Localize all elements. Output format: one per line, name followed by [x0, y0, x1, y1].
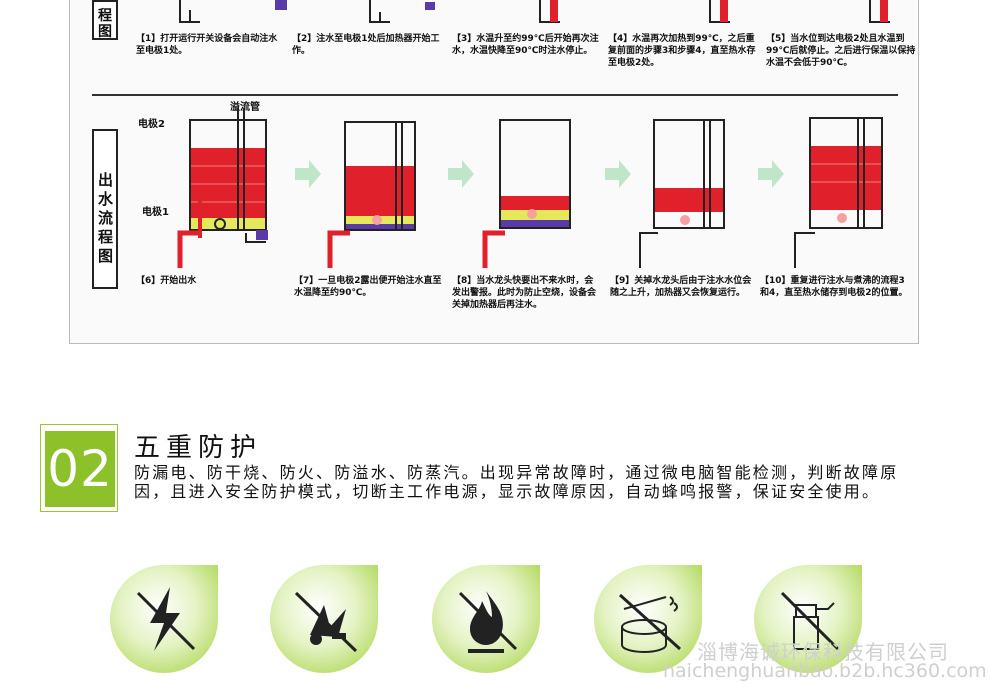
bottom-caption-9: 【9】关掉水龙头后由于注水水位会随之上升，加热器又会恢复运行。 — [610, 276, 752, 298]
no-overflow-icon — [594, 565, 702, 673]
section-description: 防漏电、防干烧、防火、防溢水、防蒸汽。出现异常故障时，通过微电脑智能检测，判断故… — [134, 463, 899, 501]
bottom-row-label: 出水流程图 — [92, 129, 118, 289]
bottom-caption-10: 【10】重复进行注水与煮沸的流程3和4，直至热水储存到电极2的位置。 — [760, 276, 908, 298]
row-separator — [92, 94, 898, 96]
watermark-company: 淄博海诚环保科技有限公司 — [697, 640, 949, 664]
no-electric-leak-icon — [110, 565, 218, 673]
electrode2-label: 电极2 — [138, 119, 165, 130]
top-row-label: 程图 — [92, 0, 118, 40]
electrode1-label: 电极1 — [142, 207, 169, 218]
top-row-tanks — [179, 0, 890, 23]
no-dry-burn-icon — [270, 565, 378, 673]
bottom-caption-6: 【6】开始出水 — [136, 276, 197, 286]
top-caption-3: 【3】水温升至约99℃后开始再次注水，水温快降至90℃时注水停止。 — [452, 34, 599, 56]
bottom-caption-7: 【7】一旦电极2露出便开始注水直至水温降至约90℃。 — [294, 276, 442, 298]
top-caption-1: 【1】打开运行开关设备会自动注水至电极1处。 — [136, 34, 278, 56]
top-caption-2: 【2】注水至电极1处后加热器开始工作。 — [292, 34, 440, 56]
bottom-row-tanks — [177, 108, 883, 268]
bottom-caption-8: 【8】当水龙头快要出不来水时，会发出警报。此时为防止空烧，设备会关掉加热器后再注… — [452, 276, 597, 310]
section-title: 五重防护 — [134, 433, 263, 463]
top-caption-5: 【5】当水位到达电极2处且水温到99℃后就停止。之后进行保温以保持水温不会低于9… — [766, 34, 916, 68]
no-fire-icon — [432, 565, 540, 673]
section-number: 02 — [45, 431, 115, 507]
water-flow-diagram: 程图 【1】打开运行开关设备会自动注水至电极1处。 【2】注水至电极1处后加热器… — [69, 0, 919, 344]
section-number-badge: 02 — [40, 424, 118, 512]
watermark-site: haichenghuanbao.b2b.hc360.com — [663, 660, 987, 682]
top-caption-4: 【4】水温再次加热到99℃，之后重复前面的步骤3和步骤4，直至热水存至电极2处。 — [608, 34, 756, 68]
no-steam-icon — [754, 565, 862, 673]
overflow-pipe-label: 溢流管 — [230, 102, 260, 113]
